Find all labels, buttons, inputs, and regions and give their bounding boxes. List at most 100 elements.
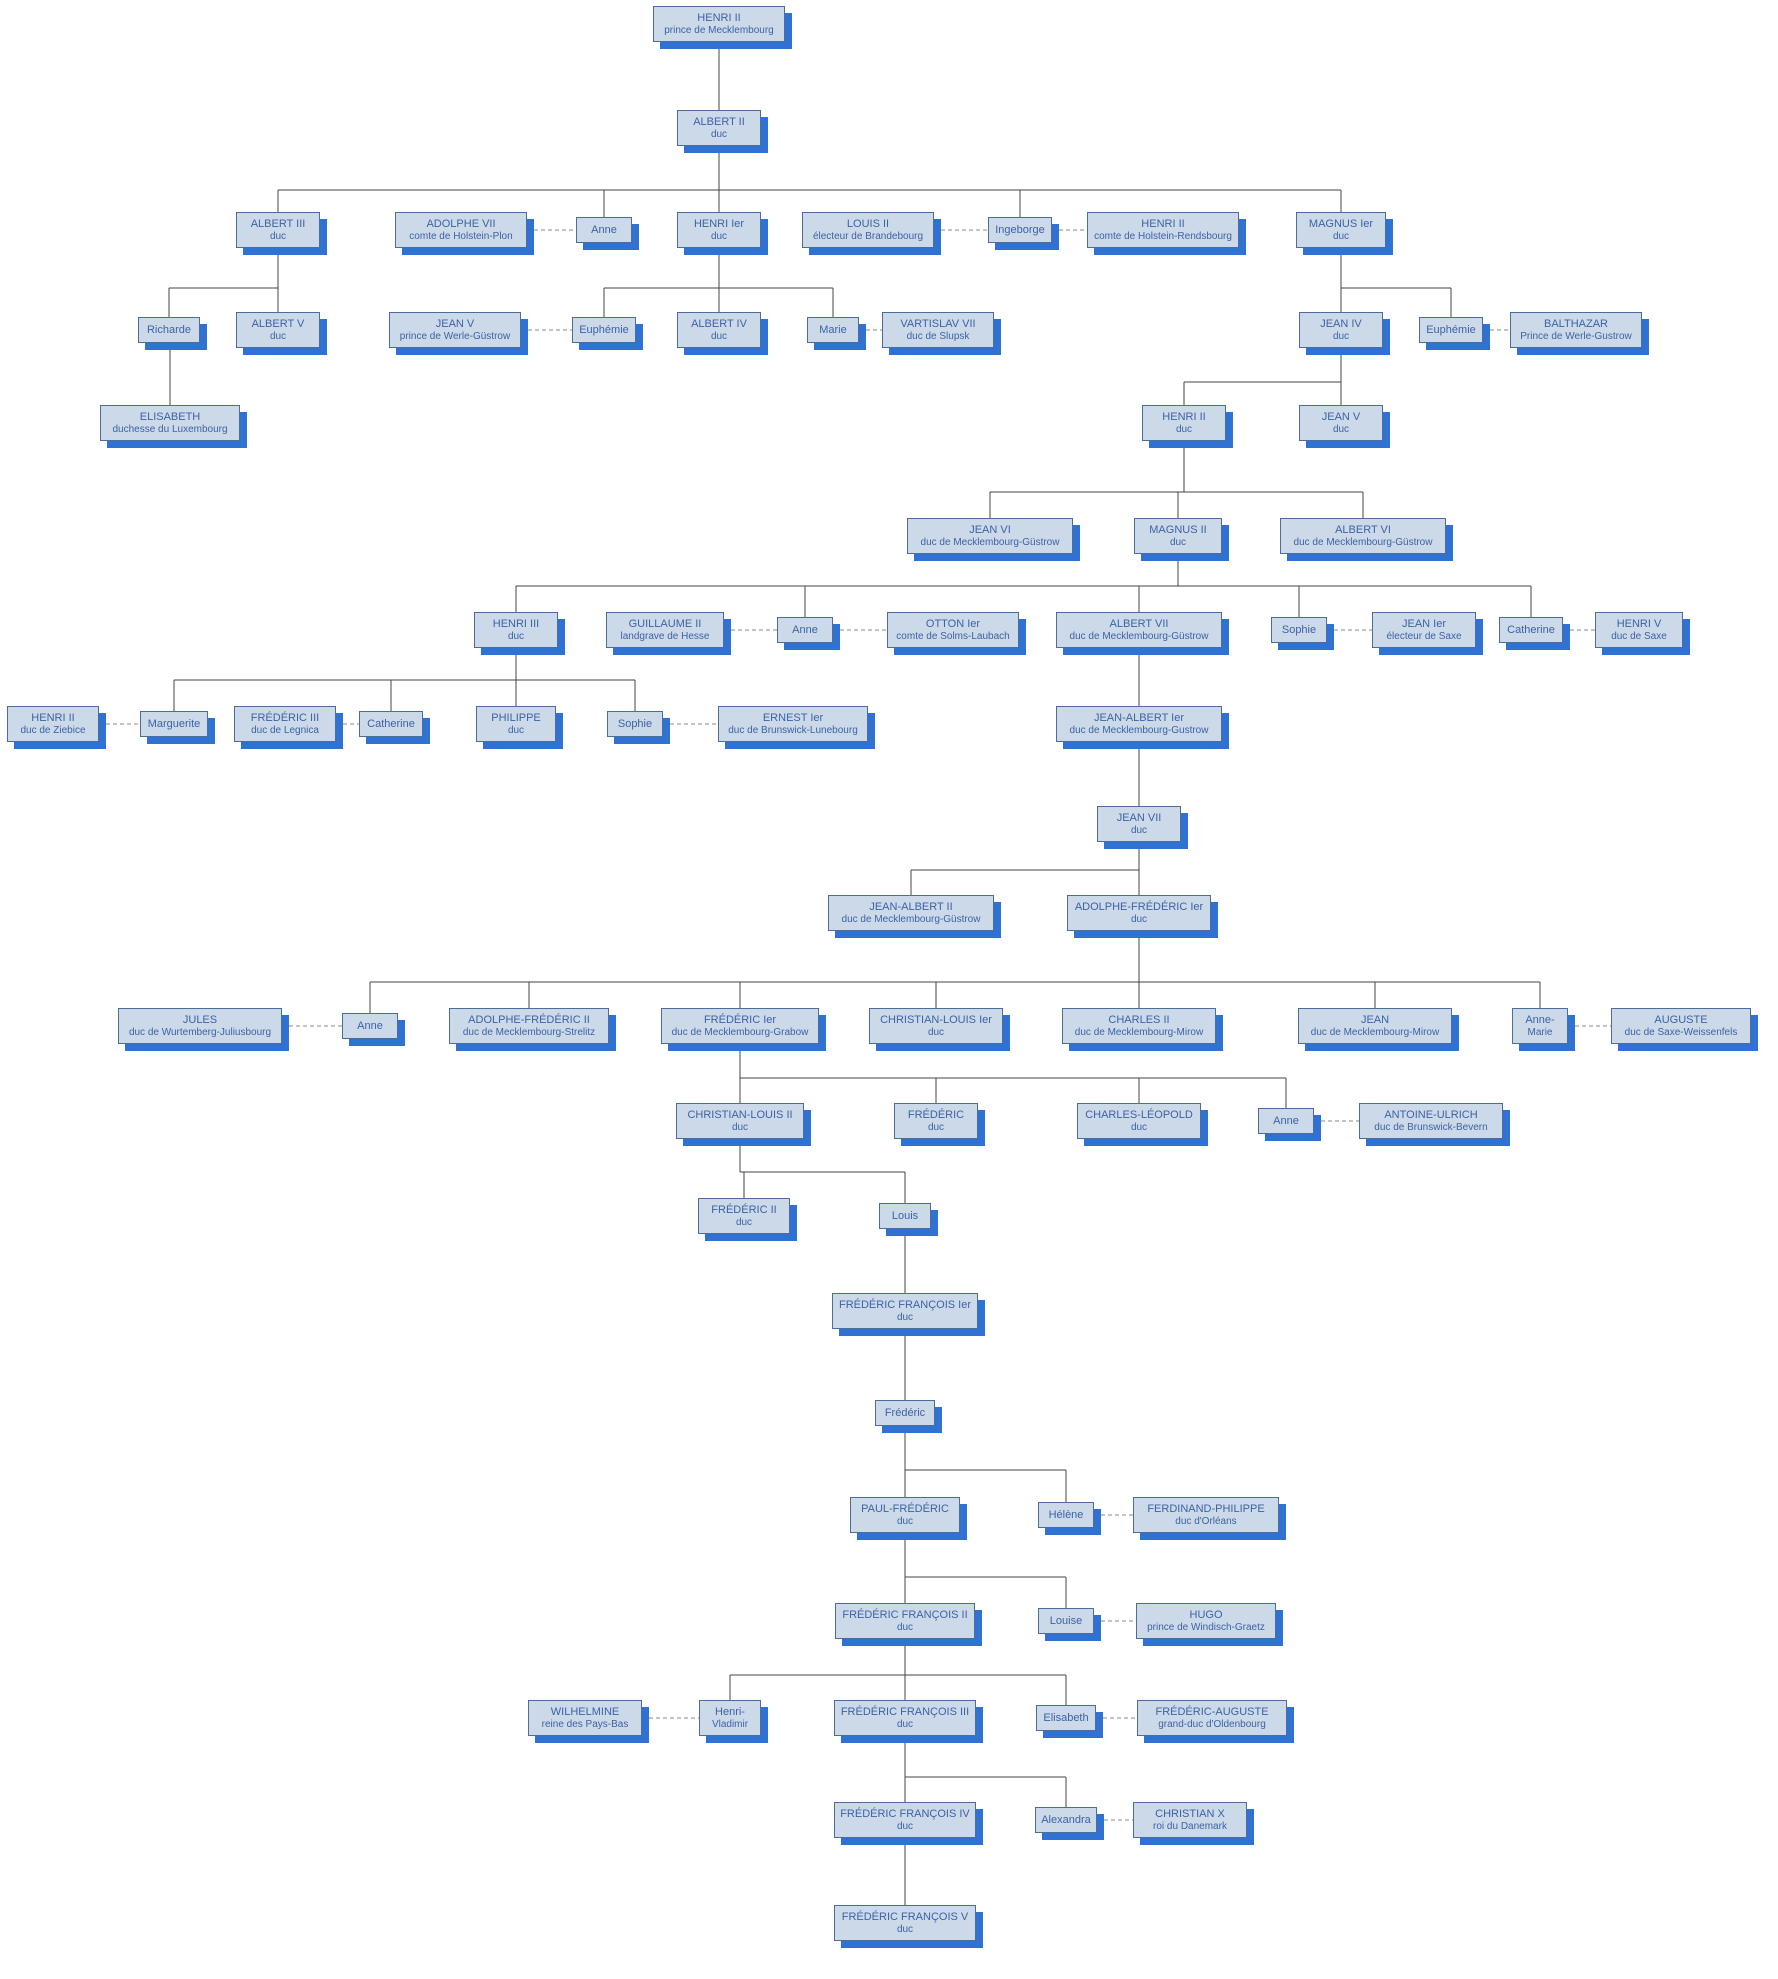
person-catherine1[interactable]: Catherine	[359, 711, 423, 737]
person-helene[interactable]: Hélène	[1038, 1502, 1094, 1528]
person-subtitle: duc	[896, 1924, 914, 1935]
person-name: BALTHAZAR	[1544, 318, 1608, 330]
person-subtitle: duc de Mecklembourg-Güstrow	[1069, 631, 1209, 642]
person-subtitle: duc	[927, 1027, 945, 1038]
person-catherine2[interactable]: Catherine	[1499, 617, 1563, 643]
person-euphemie1[interactable]: Euphémie	[572, 317, 636, 343]
person-ingeborge[interactable]: Ingeborge	[988, 217, 1052, 243]
person-anne4[interactable]: Anne	[1258, 1108, 1314, 1134]
person-henrivladimir[interactable]: Henri-Vladimir	[699, 1700, 761, 1736]
person-anne2[interactable]: Anne	[777, 617, 833, 643]
person-sophie1[interactable]: Sophie	[607, 711, 663, 737]
person-marguerite[interactable]: Marguerite	[140, 711, 208, 737]
person-marie[interactable]: Marie	[807, 317, 859, 343]
person-name: JEAN VII	[1116, 812, 1162, 824]
person-alexandra[interactable]: Alexandra	[1035, 1807, 1097, 1833]
person-subtitle: prince de Windisch-Graetz	[1147, 1622, 1265, 1633]
person-frederic-sm[interactable]: Frédéric	[875, 1400, 935, 1426]
person-subtitle: duc de Saxe	[1611, 631, 1667, 642]
person-name: Elisabeth	[1043, 1712, 1089, 1724]
person-richarde[interactable]: Richarde	[138, 317, 200, 343]
person-subtitle: duc de Ziebice	[20, 725, 86, 736]
person-name: Sophie	[1281, 624, 1317, 636]
person-anne1[interactable]: Anne	[576, 217, 632, 243]
person-louis[interactable]: Louis	[879, 1203, 931, 1229]
person-subtitle: duc de Mecklembourg-Grabow	[671, 1027, 809, 1038]
person-name: Anne	[591, 224, 617, 236]
person-louise[interactable]: Louise	[1038, 1608, 1094, 1634]
person-name: HUGO	[1189, 1609, 1223, 1621]
person-name: JEAN IV	[1320, 318, 1362, 330]
person-name: Henri-	[715, 1706, 745, 1718]
person-name: MAGNUS Ier	[1308, 218, 1374, 230]
person-euphemie2[interactable]: Euphémie	[1419, 317, 1483, 343]
person-elisabeth2[interactable]: Elisabeth	[1036, 1705, 1096, 1731]
person-subtitle: duc de Mecklembourg-Strelitz	[462, 1027, 596, 1038]
person-subtitle: landgrave de Hesse	[620, 631, 710, 642]
person-sophie2[interactable]: Sophie	[1271, 617, 1327, 643]
person-subtitle: duc	[1130, 914, 1148, 925]
person-subtitle: duc	[1130, 1122, 1148, 1133]
person-anne3[interactable]: Anne	[342, 1013, 398, 1039]
person-subtitle: duc	[1169, 537, 1187, 548]
person-annemarie[interactable]: Anne-Marie	[1512, 1008, 1568, 1044]
